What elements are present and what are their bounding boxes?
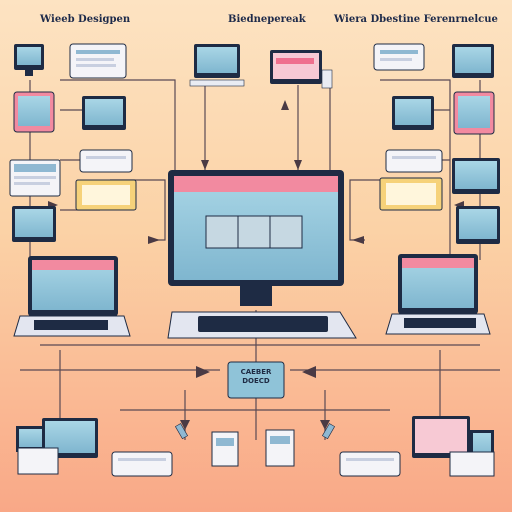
- monitor-left-4: [12, 206, 56, 242]
- arrow-left-in: [148, 236, 160, 244]
- heading-right: Wiera Dbestine Ferenrnelcue: [334, 14, 498, 25]
- bottom-cluster-right: [412, 416, 495, 477]
- hub-label-line2: DOECD: [242, 377, 270, 385]
- heading-center: Biednepereak: [228, 14, 306, 25]
- tablet-left-1: [13, 91, 55, 133]
- laptop-left: [13, 256, 131, 337]
- doc-bottom-center-right: [265, 429, 295, 467]
- doc-card-bottom-left: [111, 451, 173, 477]
- arrowheads: [48, 100, 464, 430]
- monitor-top-right: [452, 44, 494, 78]
- plug-icon: [321, 423, 336, 440]
- doc-card-bottom-right: [339, 451, 401, 477]
- panel-right-2: [452, 158, 500, 194]
- hub-label-line1: CAEBER: [240, 368, 272, 376]
- hub-label: CAEBER DOECD: [228, 368, 284, 386]
- doc-bottom-center-left: [211, 431, 239, 467]
- laptop-right: [385, 254, 491, 335]
- monitor-top-left: [14, 44, 44, 76]
- monitor-right-4: [456, 206, 500, 244]
- doc-card-top-left: [69, 43, 127, 79]
- plug-icon: [174, 423, 189, 440]
- central-keyboard: [167, 311, 357, 339]
- doc-card-right-2: [385, 149, 443, 173]
- panel-right-3: [379, 177, 443, 211]
- window-right-1: [392, 96, 434, 130]
- tablet-right-1: [453, 91, 495, 135]
- panel-left-2: [9, 159, 61, 197]
- heading-left: Wieeb Desigpen: [40, 14, 131, 25]
- doc-card-left-2: [79, 149, 133, 173]
- doc-card-top-right: [373, 43, 425, 71]
- panel-left-3: [75, 179, 137, 211]
- monitor-top-center-left: [189, 44, 245, 87]
- monitor-top-center-right: [270, 50, 333, 89]
- hub-node: [227, 361, 285, 399]
- central-monitor: [168, 170, 344, 306]
- bottom-cluster-left: [16, 418, 98, 475]
- window-left-1: [82, 96, 126, 130]
